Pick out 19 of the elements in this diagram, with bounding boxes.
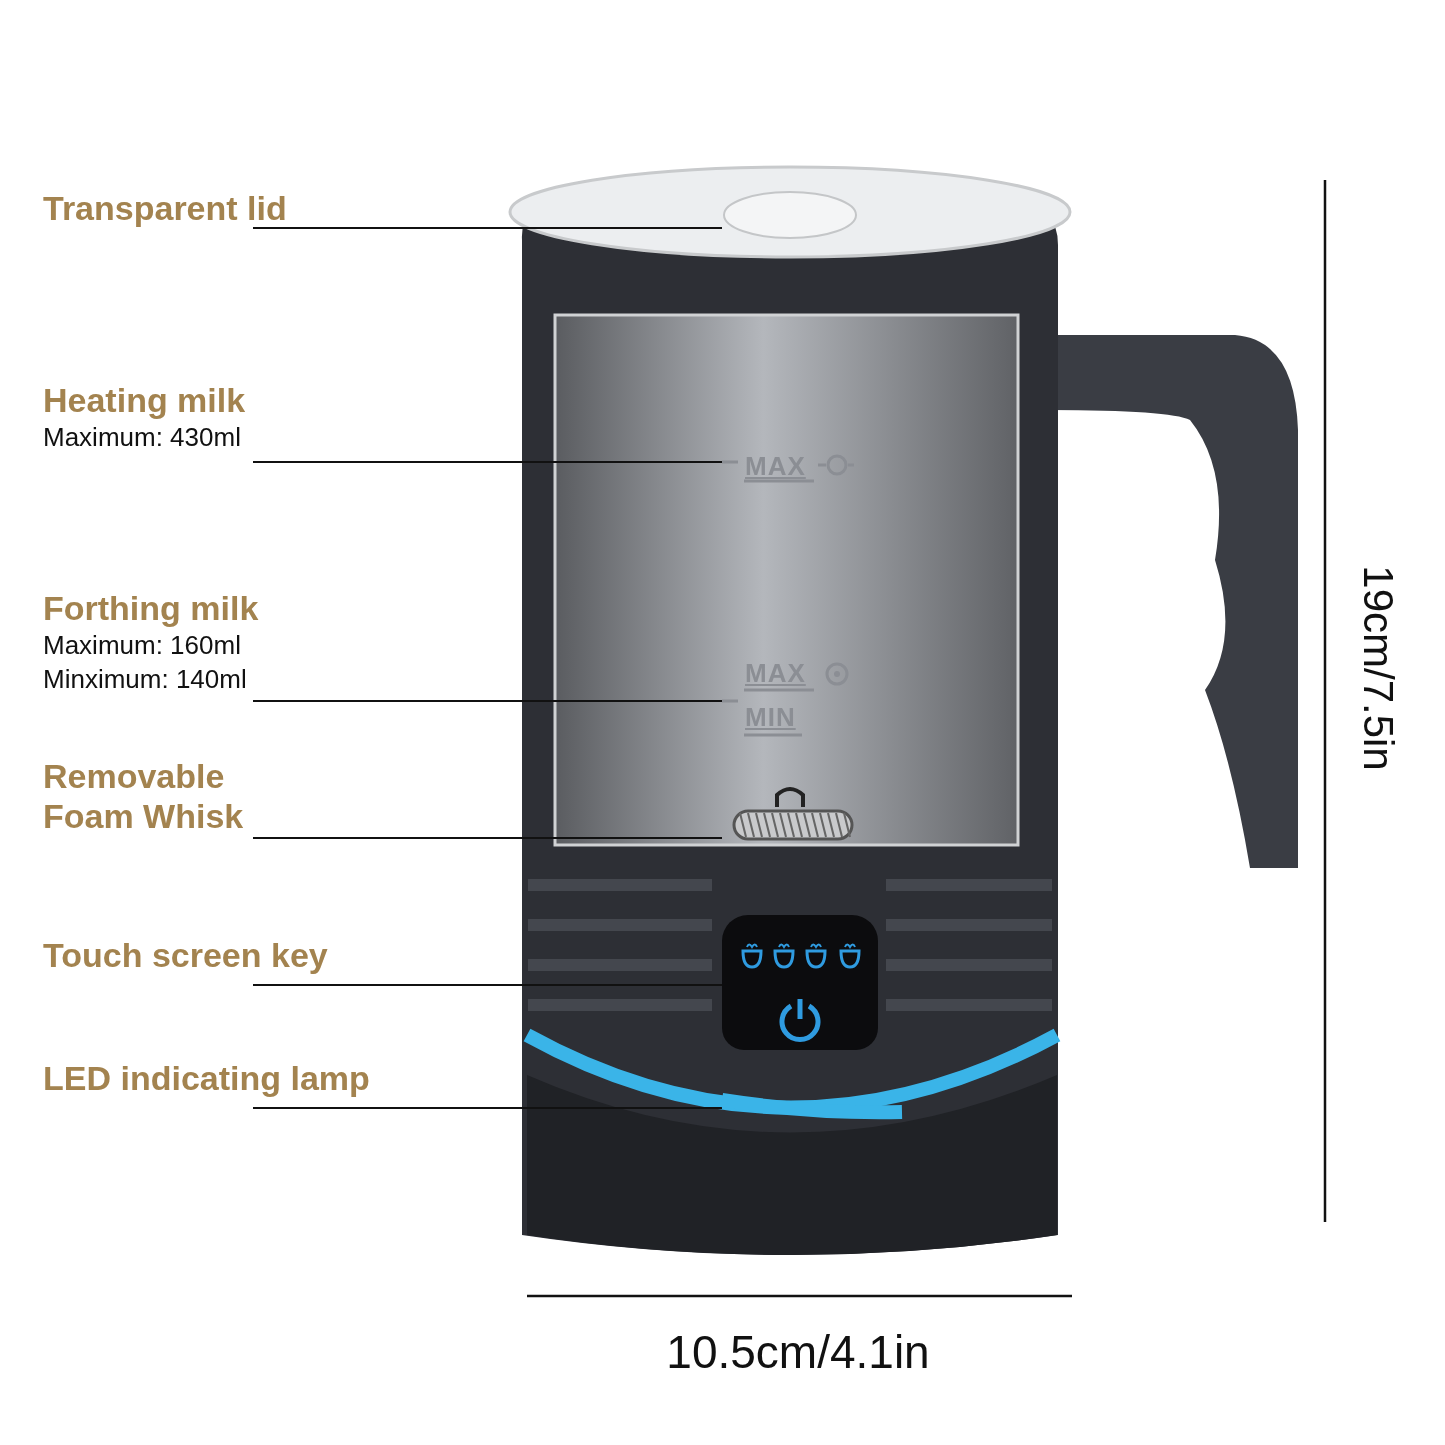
lid-dome bbox=[722, 190, 858, 240]
callout-title: LED indicating lamp bbox=[43, 1058, 371, 1098]
callout-title: Touch screen key bbox=[43, 935, 329, 975]
leader-line bbox=[252, 1107, 723, 1109]
leader-line bbox=[252, 461, 723, 463]
callout-text: Maximum: 430ml bbox=[43, 421, 242, 454]
leader-line bbox=[252, 837, 723, 839]
callout-title: Heating milk bbox=[43, 380, 247, 420]
control-panel bbox=[722, 915, 878, 1050]
callout-title: Removable Foam Whisk bbox=[43, 756, 245, 836]
callout-title: Transparent lid bbox=[43, 188, 288, 228]
leader-line bbox=[252, 984, 723, 986]
dimension-text: 10.5cm/4.1in bbox=[666, 1325, 930, 1379]
dimension-text: 19cm/7.5in bbox=[1354, 565, 1402, 771]
callout-text: Minximum: 140ml bbox=[43, 663, 248, 696]
leader-line bbox=[252, 227, 723, 229]
leader-line bbox=[252, 700, 723, 702]
callout-text: Maximum: 160ml bbox=[43, 629, 242, 662]
callout-title: Forthing milk bbox=[43, 588, 260, 628]
